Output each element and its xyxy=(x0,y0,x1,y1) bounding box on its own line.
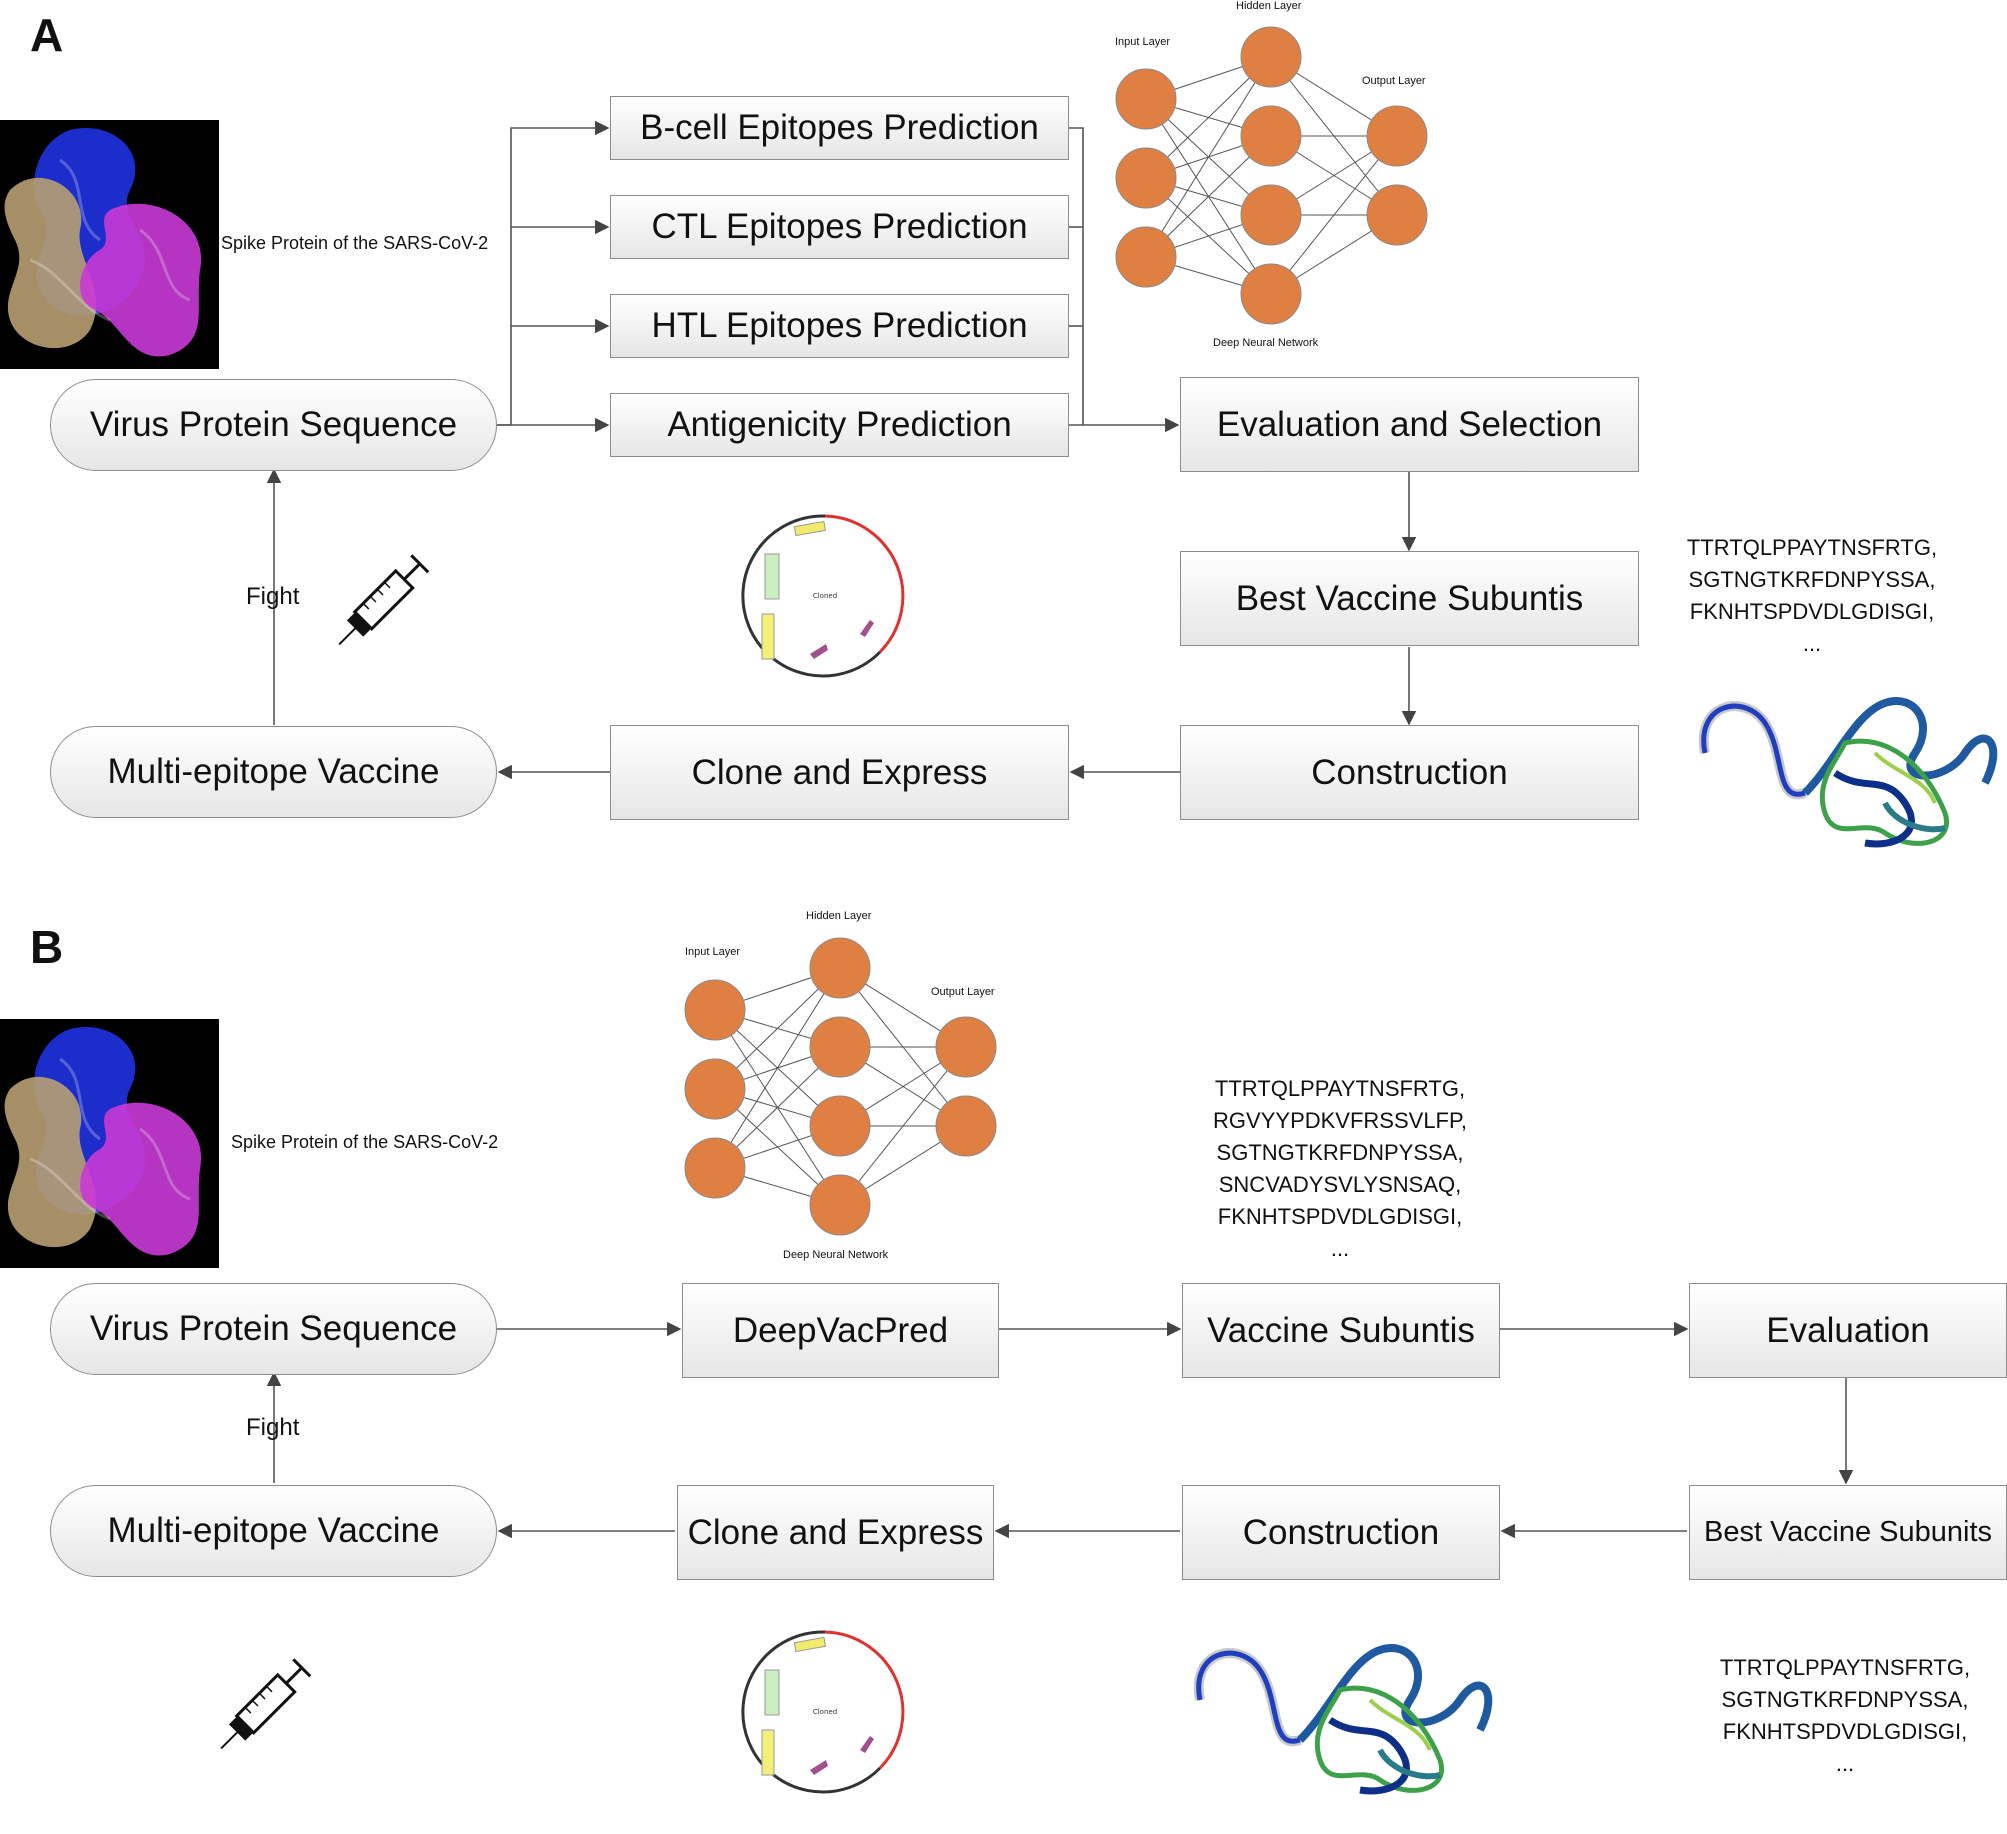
sequence-line: SGTNGTKRFDNPYSSA, xyxy=(1721,1687,1969,1712)
nn-hidden-neuron xyxy=(809,1174,871,1236)
virus-protein-sequence-node: Virus Protein Sequence xyxy=(50,379,497,471)
sequence-line: TTRTQLPPAYTNSFRTG, xyxy=(1686,535,1938,560)
nn-hidden-neuron xyxy=(1240,26,1302,88)
best-vaccine-subunits-node: Best Vaccine Subunits xyxy=(1689,1485,2007,1580)
htl-epitopes-node: HTL Epitopes Prediction xyxy=(610,294,1069,358)
nn-output-neuron xyxy=(935,1016,997,1078)
fight-label: Fight xyxy=(246,583,300,610)
nn-input-neuron xyxy=(684,979,746,1041)
nn-hidden-neuron xyxy=(1240,105,1302,167)
nn-b-input-label: Input Layer xyxy=(685,946,741,958)
nn-input-neuron xyxy=(684,1058,746,1120)
neural-network-a xyxy=(1115,26,1428,325)
neural-network-b xyxy=(684,937,997,1236)
sequence-line: RGVYYPDKVFRSSVLFP, xyxy=(1213,1108,1467,1133)
nn-b-name-label: Deep Neural Network xyxy=(783,1249,889,1261)
antigenicity-node: Antigenicity Prediction xyxy=(610,393,1069,457)
panel-a-label: A xyxy=(30,9,64,61)
nn-output-neuron xyxy=(935,1095,997,1157)
nn-hidden-neuron xyxy=(1240,263,1302,325)
svg-text:Cloned: Cloned xyxy=(813,592,837,600)
arrow-virus-to-bcell xyxy=(497,120,610,426)
construction-node: Construction xyxy=(1182,1485,1500,1580)
deepvacpred-node: DeepVacPred xyxy=(682,1283,999,1378)
evaluation-selection-node: Evaluation and Selection xyxy=(1180,377,1639,472)
ctl-epitopes-node: CTL Epitopes Prediction xyxy=(610,195,1069,259)
arrow-bcell-collect xyxy=(1069,127,1084,425)
nn-input-neuron xyxy=(1115,68,1177,130)
spike-protein-image xyxy=(0,1019,219,1268)
evaluation-node: Evaluation xyxy=(1689,1283,2007,1378)
spike-protein-caption: Spike Protein of the SARS-CoV-2 xyxy=(231,1132,499,1152)
nn-connection xyxy=(1270,135,1398,295)
nn-a-name-label: Deep Neural Network xyxy=(1213,337,1319,349)
syringe-icon xyxy=(200,1641,330,1771)
nn-connection xyxy=(839,1046,967,1206)
nn-b-hidden-label: Hidden Layer xyxy=(806,910,872,922)
nn-connection xyxy=(714,967,841,1169)
clone-express-node: Clone and Express xyxy=(610,725,1069,820)
clone-express-node: Clone and Express xyxy=(677,1485,994,1580)
sequence-line: FKNHTSPDVDLGDISGI, xyxy=(1689,599,1935,624)
sequence-list-b-bottom: TTRTQLPPAYTNSFRTG, SGTNGTKRFDNPYSSA, FKN… xyxy=(1685,1652,2005,1780)
nn-a-hidden-label: Hidden Layer xyxy=(1236,0,1302,12)
svg-text:Cloned: Cloned xyxy=(813,1708,837,1716)
nn-output-neuron xyxy=(1366,184,1428,246)
panel-b-label: B xyxy=(30,921,64,973)
nn-output-neuron xyxy=(1366,105,1428,167)
nn-hidden-neuron xyxy=(809,1016,871,1078)
nn-input-neuron xyxy=(1115,226,1177,288)
virus-protein-sequence-node: Virus Protein Sequence xyxy=(50,1283,497,1375)
sequence-line: FKNHTSPDVDLGDISGI, xyxy=(1722,1719,1968,1744)
multi-epitope-vaccine-node: Multi-epitope Vaccine xyxy=(50,1485,497,1577)
nn-a-output-label: Output Layer xyxy=(1362,75,1426,87)
multi-epitope-vaccine-node: Multi-epitope Vaccine xyxy=(50,726,497,818)
nn-b-output-label: Output Layer xyxy=(931,986,995,998)
nn-a-input-label: Input Layer xyxy=(1115,36,1171,48)
fight-label: Fight xyxy=(246,1414,300,1441)
sequence-line: TTRTQLPPAYTNSFRTG, xyxy=(1719,1655,1971,1680)
nn-hidden-neuron xyxy=(1240,184,1302,246)
plasmid-map-image: Cloned xyxy=(710,1600,940,1825)
nn-connection xyxy=(1145,56,1272,258)
construction-node: Construction xyxy=(1180,725,1639,820)
protein-structure-image xyxy=(1685,683,2007,868)
nn-input-neuron xyxy=(1115,147,1177,209)
sequence-line: SGTNGTKRFDNPYSSA, xyxy=(1216,1140,1464,1165)
plasmid-map-image: Cloned xyxy=(710,484,940,709)
bcell-epitopes-node: B-cell Epitopes Prediction xyxy=(610,96,1069,160)
sequence-list-b-top: TTRTQLPPAYTNSFRTG, RGVYYPDKVFRSSVLFP, SG… xyxy=(1180,1073,1500,1265)
vaccine-subuntis-node: Vaccine Subuntis xyxy=(1182,1283,1500,1378)
sequence-list-a: TTRTQLPPAYTNSFRTG, SGTNGTKRFDNPYSSA, FKN… xyxy=(1652,532,1972,660)
sequence-line: SNCVADYSVLYSNSAQ, xyxy=(1218,1172,1462,1197)
syringe-icon xyxy=(318,537,448,667)
panel-a-connectors xyxy=(266,120,1417,780)
nn-hidden-neuron xyxy=(809,1095,871,1157)
nn-hidden-neuron xyxy=(809,937,871,999)
sequence-line: SGTNGTKRFDNPYSSA, xyxy=(1688,567,1936,592)
nn-input-neuron xyxy=(684,1137,746,1199)
sequence-ellipsis: ... xyxy=(1835,1751,1855,1776)
sequence-ellipsis: ... xyxy=(1330,1236,1350,1261)
sequence-line: FKNHTSPDVDLGDISGI, xyxy=(1217,1204,1463,1229)
sequence-line: TTRTQLPPAYTNSFRTG, xyxy=(1214,1076,1466,1101)
protein-structure-image xyxy=(1180,1630,1502,1815)
spike-protein-caption: Spike Protein of the SARS-CoV-2 xyxy=(221,233,489,253)
best-vaccine-subuntis-node: Best Vaccine Subuntis xyxy=(1180,551,1639,646)
sequence-ellipsis: ... xyxy=(1802,631,1822,656)
spike-protein-image xyxy=(0,120,219,369)
panel-b-connectors xyxy=(266,1321,1854,1539)
